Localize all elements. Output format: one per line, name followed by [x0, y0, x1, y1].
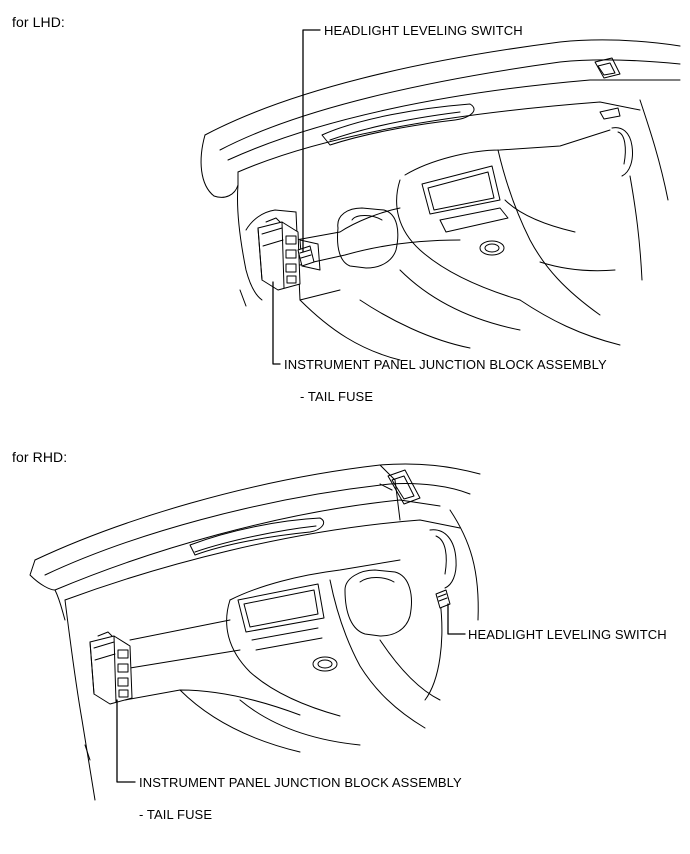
lhd-heading: for LHD: [12, 14, 65, 30]
lhd-junction-block-label: INSTRUMENT PANEL JUNCTION BLOCK ASSEMBLY [284, 357, 607, 372]
rhd-tail-fuse-label: - TAIL FUSE [139, 807, 213, 822]
lhd-headlight-switch-label: HEADLIGHT LEVELING SWITCH [324, 23, 523, 38]
rhd-junction-block [89, 631, 133, 705]
rhd-junction-block-label: INSTRUMENT PANEL JUNCTION BLOCK ASSEMBLY [139, 775, 462, 790]
rhd-headlight-switch [435, 589, 451, 609]
rhd-leader-lines [116, 603, 466, 783]
rhd-headlight-switch-label: HEADLIGHT LEVELING SWITCH [468, 627, 667, 642]
lhd-dashboard-drawing [200, 39, 681, 361]
lhd-leader-lines [272, 29, 321, 365]
lhd-junction-block [257, 217, 301, 291]
lhd-tail-fuse-label: - TAIL FUSE [300, 389, 374, 404]
lhd-headlight-switch [297, 245, 315, 267]
rhd-heading: for RHD: [12, 449, 68, 465]
rhd-dashboard-drawing [29, 463, 481, 801]
